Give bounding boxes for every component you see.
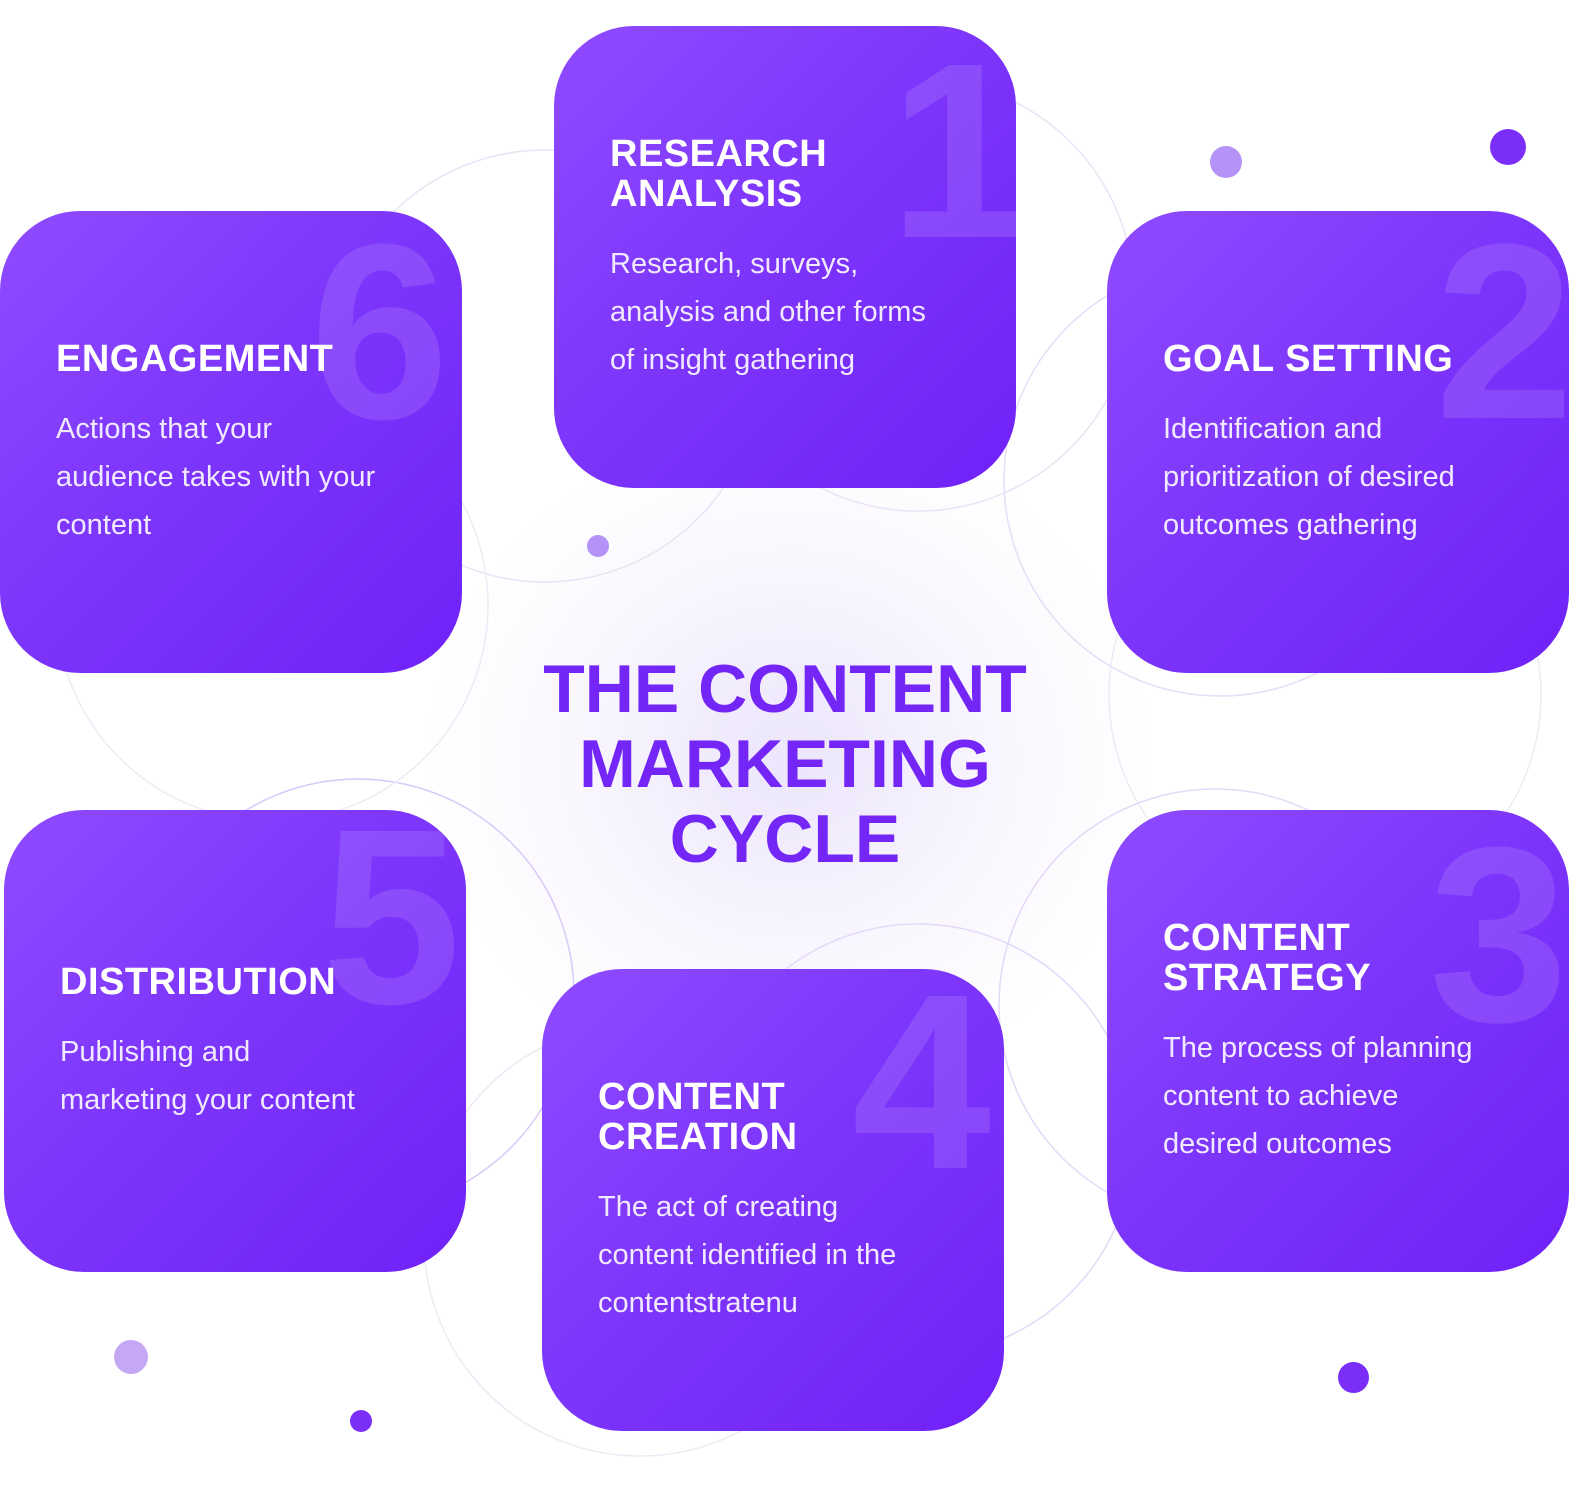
step-description-line: contentstratenu — [598, 1287, 798, 1319]
step-title: CONTENT STRATEGY — [1163, 918, 1371, 998]
decor-dot — [114, 1340, 148, 1374]
step-card-research-analysis: 1 RESEARCH ANALYSIS Research, surveys, a… — [554, 26, 1016, 488]
step-title-line: STRATEGY — [1163, 957, 1372, 999]
step-number: 2 — [1435, 211, 1569, 471]
step-description: Research, surveys, analysis and other fo… — [610, 240, 926, 384]
step-description-line: content to achieve — [1163, 1080, 1399, 1112]
step-description-line: The act of creating — [598, 1191, 839, 1223]
step-title: DISTRIBUTION — [60, 962, 336, 1002]
step-number: 6 — [310, 211, 450, 471]
step-title: RESEARCH ANALYSIS — [610, 134, 827, 214]
step-description: The process of planning content to achie… — [1163, 1024, 1473, 1168]
step-description-line: outcomes gathering — [1163, 509, 1418, 541]
diagram-title: THE CONTENT MARKETING CYCLE — [543, 651, 1027, 877]
step-description-line: Research, surveys, — [610, 248, 859, 280]
step-description-line: prioritization of desired — [1163, 461, 1455, 493]
step-number: 5 — [322, 810, 462, 1056]
step-card-engagement: 6 ENGAGEMENT Actions that your audience … — [0, 211, 462, 673]
step-description-line: content — [56, 509, 152, 541]
step-description: Publishing and marketing your content — [60, 1028, 355, 1124]
step-description: The act of creating content identified i… — [598, 1183, 896, 1327]
step-title-line: RESEARCH — [610, 133, 828, 175]
step-number: 4 — [852, 969, 992, 1221]
step-description-line: audience takes with your — [56, 461, 376, 493]
decor-dot — [350, 1410, 372, 1432]
step-title-line: CONTENT — [598, 1076, 786, 1118]
step-number: 1 — [889, 26, 1016, 290]
step-title-line: ANALYSIS — [610, 173, 803, 215]
step-description: Identification and prioritization of des… — [1163, 405, 1455, 549]
step-description-line: Identification and — [1163, 413, 1383, 445]
step-description-line: desired outcomes — [1163, 1128, 1392, 1160]
step-description-line: The process of planning — [1163, 1032, 1473, 1064]
step-description-line: Publishing and — [60, 1036, 251, 1068]
step-card-distribution: 5 DISTRIBUTION Publishing and marketing … — [4, 810, 466, 1272]
step-description: Actions that your audience takes with yo… — [56, 405, 375, 549]
step-description-line: Actions that your — [56, 413, 272, 445]
step-number: 3 — [1429, 810, 1569, 1074]
step-description-line: of insight gathering — [610, 344, 856, 376]
step-title-line: CONTENT — [1163, 917, 1351, 959]
step-card-goal-setting: 2 GOAL SETTING Identification and priori… — [1107, 211, 1569, 673]
step-title-line: ENGAGEMENT — [56, 338, 334, 380]
decor-dot — [587, 535, 609, 557]
step-card-content-strategy: 3 CONTENT STRATEGY The process of planni… — [1107, 810, 1569, 1272]
step-card-content-creation: 4 CONTENT CREATION The act of creating c… — [542, 969, 1004, 1431]
step-title: CONTENT CREATION — [598, 1077, 798, 1157]
step-title: GOAL SETTING — [1163, 339, 1453, 379]
step-description-line: content identified in the — [598, 1239, 897, 1271]
decor-dot — [1490, 129, 1526, 165]
decor-dot — [1338, 1362, 1369, 1393]
step-title: ENGAGEMENT — [56, 339, 333, 379]
step-title-line: DISTRIBUTION — [60, 961, 337, 1003]
step-description-line: marketing your content — [60, 1084, 355, 1116]
step-title-line: GOAL SETTING — [1163, 338, 1454, 380]
decor-dot — [1210, 146, 1242, 178]
step-title-line: CREATION — [598, 1116, 798, 1158]
step-description-line: analysis and other forms — [610, 296, 926, 328]
